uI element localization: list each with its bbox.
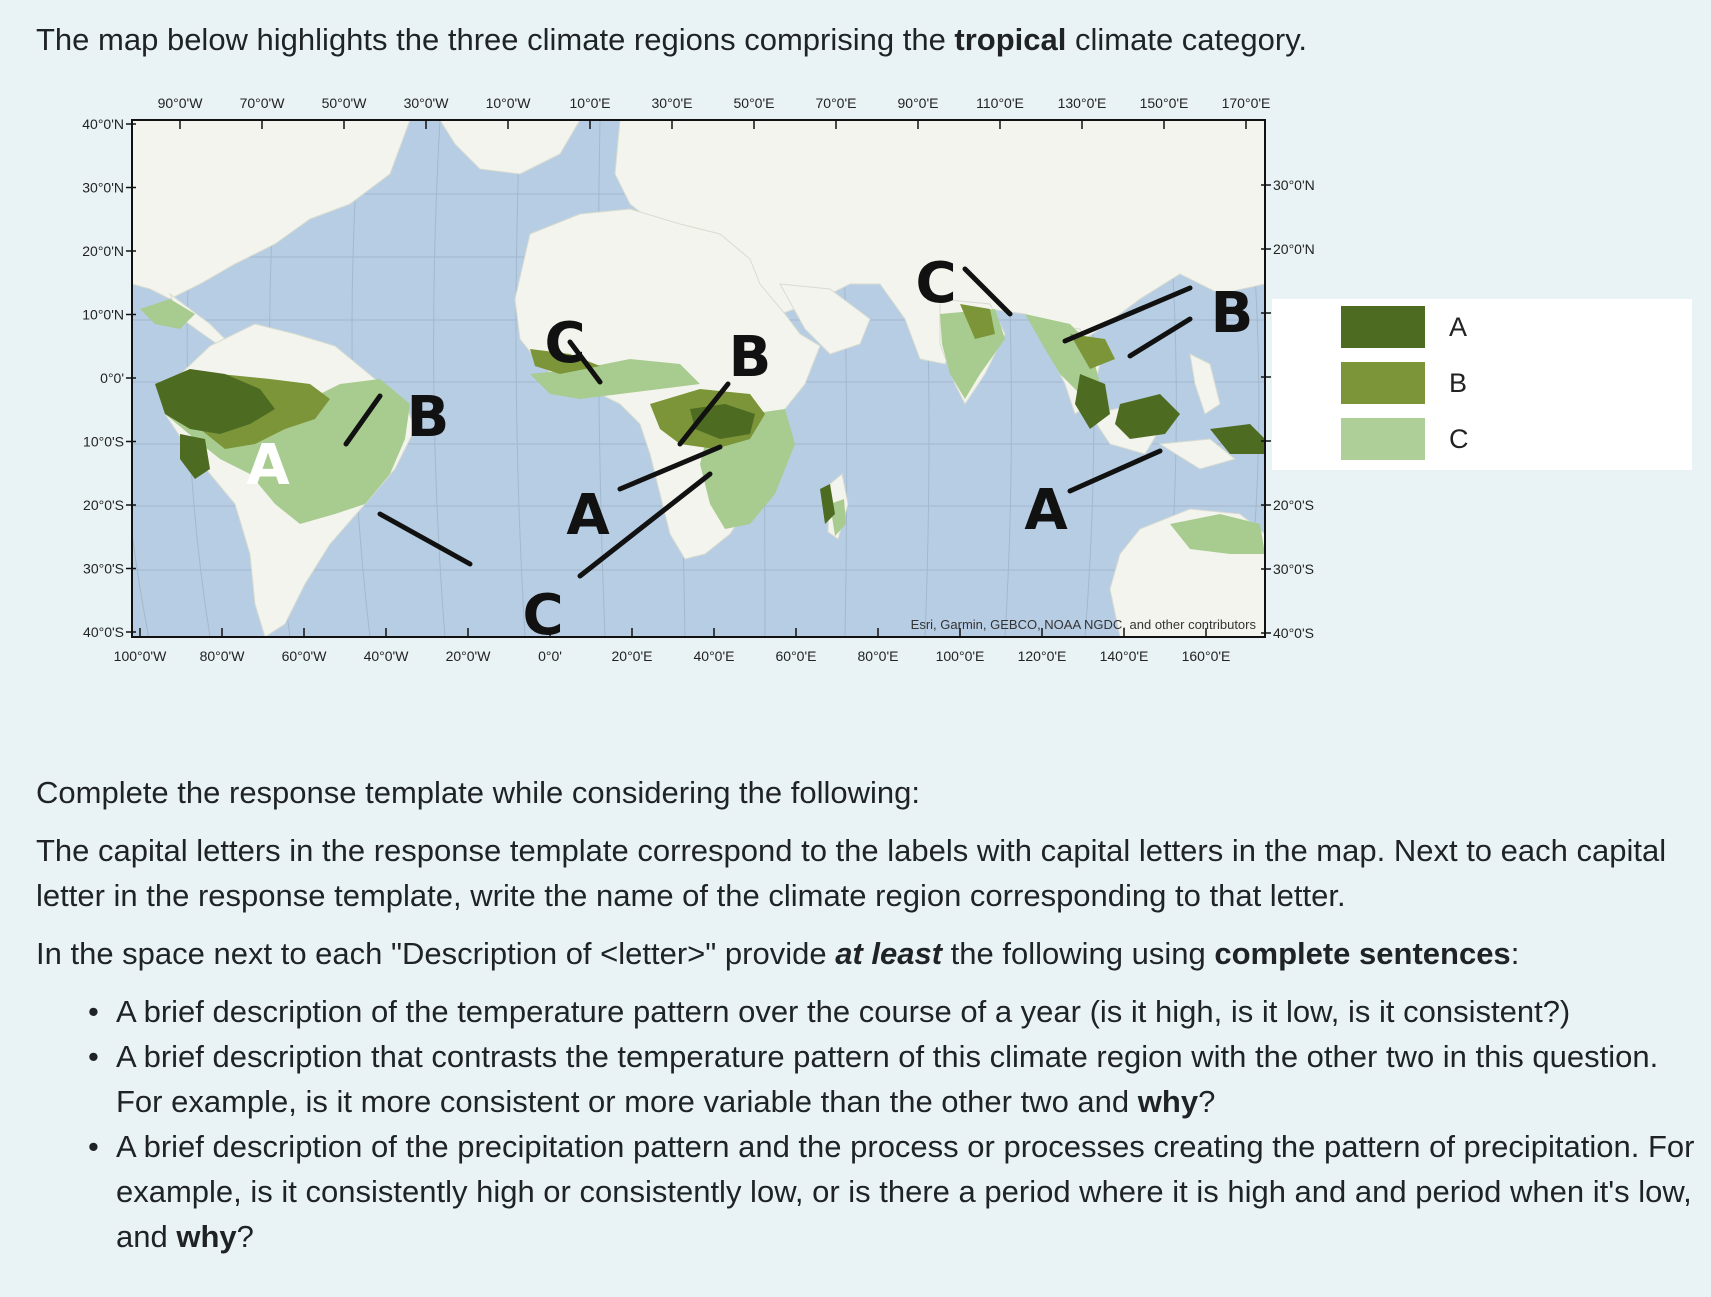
top-tick-label: 50°0'E [734, 95, 775, 111]
legend-item-a: A [1341, 306, 1641, 350]
p3-at-least: at least [835, 936, 943, 971]
intro-text: The map below highlights the three clima… [36, 18, 1307, 62]
bullet-text-1: A brief description of the temperature p… [116, 994, 1571, 1029]
bullet-text-3: A brief description of the precipitation… [116, 1129, 1695, 1254]
bottom-tick-label: 60°0'E [776, 648, 817, 664]
left-tick-label: 30°0'N [82, 180, 124, 196]
top-tick-label: 10°0'E [570, 95, 611, 111]
map-label-b-africa: B [729, 325, 772, 390]
top-tick-label: 90°0'W [158, 95, 204, 111]
top-tick-label: 50°0'W [322, 95, 368, 111]
top-tick-label: 90°0'E [898, 95, 939, 111]
top-tick-label: 170°0'E [1222, 95, 1271, 111]
left-tick-label: 20°0'N [82, 243, 124, 259]
left-tick-label: 0°0' [100, 370, 124, 386]
bottom-tick-label: 60°0'W [282, 648, 328, 664]
map-label-b-americas: B [407, 385, 450, 450]
bottom-tick-label: 40°0'W [364, 648, 410, 664]
bullet-2-end: ? [1198, 1084, 1216, 1119]
left-tick-label: 10°0'S [83, 434, 124, 450]
map-attribution: Esri, Garmin, GEBCO, NOAA NGDC, and othe… [911, 617, 1257, 632]
instructions-letters: The capital letters in the response temp… [36, 833, 1667, 913]
bottom-tick-label: 160°0'E [1182, 648, 1231, 664]
bottom-tick-label: 100°0'W [114, 648, 167, 664]
bullet-text-2: A brief description that contrasts the t… [116, 1039, 1659, 1119]
map-label-a-africa: A [566, 483, 610, 548]
top-tick-label: 70°0'W [240, 95, 286, 111]
bullet-2-why: why [1137, 1084, 1199, 1119]
bullet-3-end: ? [236, 1219, 254, 1254]
legend-item-b: B [1341, 362, 1641, 406]
p3-part-e: : [1510, 936, 1520, 971]
right-tick-label: 30°0'S [1273, 561, 1314, 577]
top-tick-label: 30°0'W [404, 95, 450, 111]
right-tick-label: 30°0'N [1273, 177, 1315, 193]
map-label-a-asia: A [1024, 478, 1068, 543]
bottom-tick-label: 40°0'E [694, 648, 735, 664]
left-tick-label: 40°0'S [83, 624, 124, 640]
left-tick-label: 40°0'N [82, 116, 124, 132]
requirements-list: • A brief description of the temperature … [36, 989, 1696, 1259]
map-label-c-asia: C [915, 251, 956, 316]
legend-label-c: C [1449, 424, 1469, 454]
bullet-icon: • [88, 1129, 99, 1164]
p3-complete-sentences: complete sentences [1214, 936, 1511, 971]
right-tick-label: 20°0'S [1273, 497, 1314, 513]
bullet-icon: • [88, 994, 99, 1029]
legend-swatch-b [1341, 362, 1425, 404]
bottom-tick-label: 80°0'E [858, 648, 899, 664]
bottom-tick-label: 120°0'E [1018, 648, 1067, 664]
intro-bold: tropical [954, 22, 1067, 57]
bottom-tick-label: 80°0'W [200, 648, 246, 664]
map-svg: A B C C B A C B A Esri, Garmin, GEBCO, N… [82, 95, 1315, 664]
map-label-c-americas: C [522, 583, 563, 648]
top-tick-label: 110°0'E [976, 95, 1024, 111]
top-tick-label: 10°0'W [486, 95, 532, 111]
left-tick-label: 20°0'S [83, 497, 124, 513]
top-tick-label: 70°0'E [816, 95, 857, 111]
list-item: • A brief description that contrasts the … [88, 1034, 1696, 1124]
left-tick-label: 10°0'N [82, 307, 124, 323]
legend-label-b: B [1449, 368, 1468, 398]
instructions-heading: Complete the response template while con… [36, 775, 920, 810]
right-tick-label: 20°0'N [1273, 241, 1315, 257]
bottom-tick-label: 0°0' [538, 648, 562, 664]
legend-swatch-a [1341, 306, 1425, 348]
top-tick-label: 150°0'E [1140, 95, 1189, 111]
region-a-areas [155, 369, 1265, 524]
intro-before: The map below highlights the three clima… [36, 22, 955, 57]
instructions-description: In the space next to each "Description o… [36, 931, 1696, 976]
map-label-c-africa: C [544, 311, 585, 376]
p3-part-c: the following using [942, 936, 1215, 971]
map-letter-labels: A B C C B A C B A [246, 251, 1254, 648]
left-tick-label: 30°0'S [83, 561, 124, 577]
climate-map: A B C C B A C B A Esri, Garmin, GEBCO, N… [60, 84, 1330, 684]
top-tick-label: 30°0'E [652, 95, 693, 111]
legend-label-a: A [1449, 312, 1468, 342]
intro-after: climate category. [1066, 22, 1308, 57]
instructions: Complete the response template while con… [36, 770, 1696, 1259]
leader-lines [343, 266, 1193, 579]
top-tick-label: 130°0'E [1058, 95, 1107, 111]
p3-part-a: In the space next to each "Description o… [36, 936, 836, 971]
bullet-icon: • [88, 1039, 99, 1074]
list-item: • A brief description of the temperature … [88, 989, 1696, 1034]
legend-swatch-c [1341, 418, 1425, 460]
map-label-b-asia: B [1211, 281, 1254, 346]
bottom-tick-label: 140°0'E [1100, 648, 1149, 664]
right-tick-label: 40°0'S [1273, 625, 1314, 641]
map-axes: 90°0'W 70°0'W 50°0'W 30°0'W 10°0'W 10°0'E 30°0… [82, 95, 1315, 664]
bottom-tick-label: 20°0'E [612, 648, 653, 664]
legend-item-c: C [1341, 418, 1641, 462]
map-label-a-americas: A [246, 433, 290, 498]
bullet-3-why: why [176, 1219, 237, 1254]
list-item: • A brief description of the precipitatio… [88, 1124, 1696, 1259]
map-legend: A B C [1272, 299, 1692, 470]
bottom-tick-label: 100°0'E [936, 648, 985, 664]
bottom-tick-label: 20°0'W [446, 648, 492, 664]
